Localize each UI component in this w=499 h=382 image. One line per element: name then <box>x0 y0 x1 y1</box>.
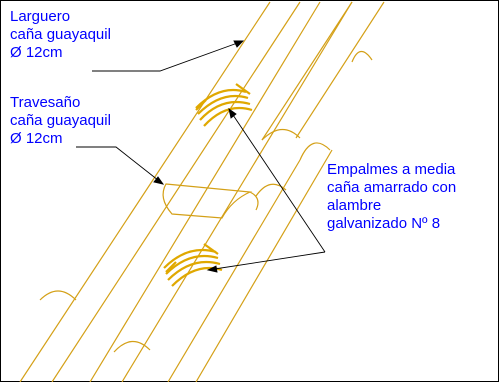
label-empalmes-line-3: alambre <box>327 197 382 214</box>
label-empalmes: Empalmes a media caña amarrado con alamb… <box>327 161 456 233</box>
upper-cane-end-arc <box>261 128 301 141</box>
wire-lashings <box>163 83 253 287</box>
label-empalmes-line-4: galvanizado Nº 8 <box>327 215 441 232</box>
lower-lashing <box>163 243 223 287</box>
leader-travesano <box>76 146 164 185</box>
label-travesano-line-3: Ø 12cm <box>10 130 63 147</box>
larguero-left-edge-b <box>51 1 301 382</box>
larguero-left-edge-a <box>19 1 271 382</box>
larguero-right-edge-a <box>89 1 321 382</box>
leader-empalmes-lower-arrow <box>206 265 218 273</box>
leader-empalmes-upper-arrow <box>228 107 237 119</box>
label-larguero-line-1: Larguero <box>10 8 71 25</box>
label-larguero-line-3: Ø 12cm <box>10 44 63 61</box>
label-travesano-line-1: Travesaño <box>10 94 81 111</box>
leader-lines <box>76 40 326 273</box>
right-cane-edge-a <box>167 159 301 382</box>
right-cane-mid-arc <box>255 183 287 197</box>
travesano-body <box>162 183 253 219</box>
upper-cane-edge-a <box>261 1 353 141</box>
label-travesano-line-2: caña guayaquil <box>10 112 111 129</box>
travesano-end-arc <box>249 191 259 211</box>
label-empalmes-line-1: Empalmes a media <box>327 161 456 178</box>
label-larguero-line-2: caña guayaquil <box>10 26 111 43</box>
label-travesano: Travesaño caña guayaquil Ø 12cm <box>10 94 111 148</box>
upper-cane-edge-b <box>295 1 385 139</box>
leader-travesano-arrow <box>153 176 165 185</box>
larguero-right-end-arc <box>113 340 151 353</box>
leader-empalmes-lower <box>207 251 326 271</box>
larguero-right-edge-b <box>121 1 353 382</box>
label-larguero: Larguero caña guayaquil Ø 12cm <box>10 8 111 62</box>
right-cane-edge-b <box>195 149 333 382</box>
leader-larguero <box>92 40 244 72</box>
right-cane-start-arc <box>299 142 331 161</box>
label-empalmes-line-2: caña amarrado con <box>327 179 457 196</box>
upper-cane-top-arc <box>351 50 373 63</box>
larguero-left-end-arc <box>39 290 77 301</box>
upper-lashing <box>195 83 253 127</box>
bamboo-canes <box>19 1 385 382</box>
leader-empalmes-upper <box>228 108 326 253</box>
leader-larguero-arrow <box>233 40 245 48</box>
